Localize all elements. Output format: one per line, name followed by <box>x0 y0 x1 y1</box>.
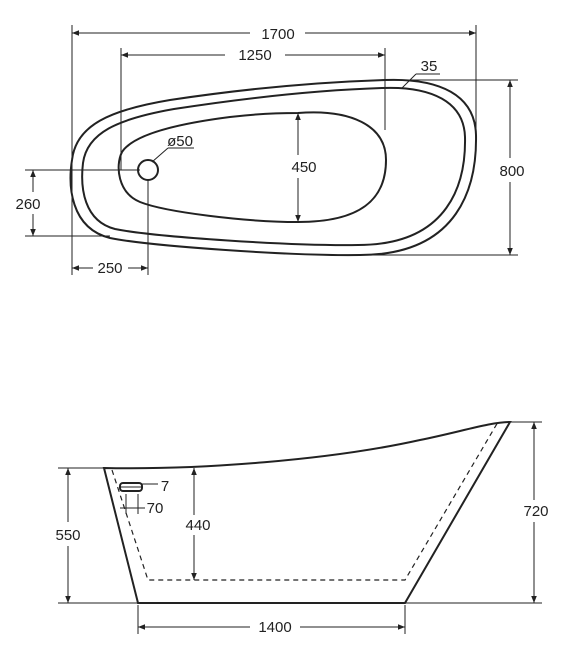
dim-inner-length-label: 1250 <box>238 47 271 64</box>
dim-overflow-width-label: 70 <box>147 500 164 517</box>
dim-width-label: 800 <box>499 163 524 180</box>
dim-overflow-height-label: 7 <box>161 478 169 495</box>
tub-outer-outline <box>69 78 478 257</box>
tub-inner-rim <box>81 86 467 247</box>
dim-rim-label: 35 <box>421 58 438 75</box>
dim-drain-side-label: 260 <box>15 196 40 213</box>
dim-base-length-label: 1400 <box>258 619 291 636</box>
side-view: 7 70 550 440 720 1400 <box>55 420 549 636</box>
tub-basin-outline <box>117 111 388 224</box>
dim-inner-depth-label: 440 <box>185 517 210 534</box>
dim-high-height-label: 720 <box>523 503 548 520</box>
dim-drain-label: ø50 <box>167 133 193 150</box>
tub-inner-dashed <box>111 421 499 581</box>
dim-drain-end-label: 250 <box>97 260 122 277</box>
drain-circle <box>137 159 159 181</box>
tub-side-outline <box>102 420 512 604</box>
dim-inner-width-label: 450 <box>291 159 316 176</box>
top-view: 1700 1250 35 ø50 450 800 260 <box>15 22 525 277</box>
label-bg <box>252 22 304 42</box>
rim-leader <box>401 73 417 89</box>
dim-low-height-label: 550 <box>55 527 80 544</box>
drain-leader <box>151 147 169 163</box>
dim-length-label: 1700 <box>261 26 294 43</box>
